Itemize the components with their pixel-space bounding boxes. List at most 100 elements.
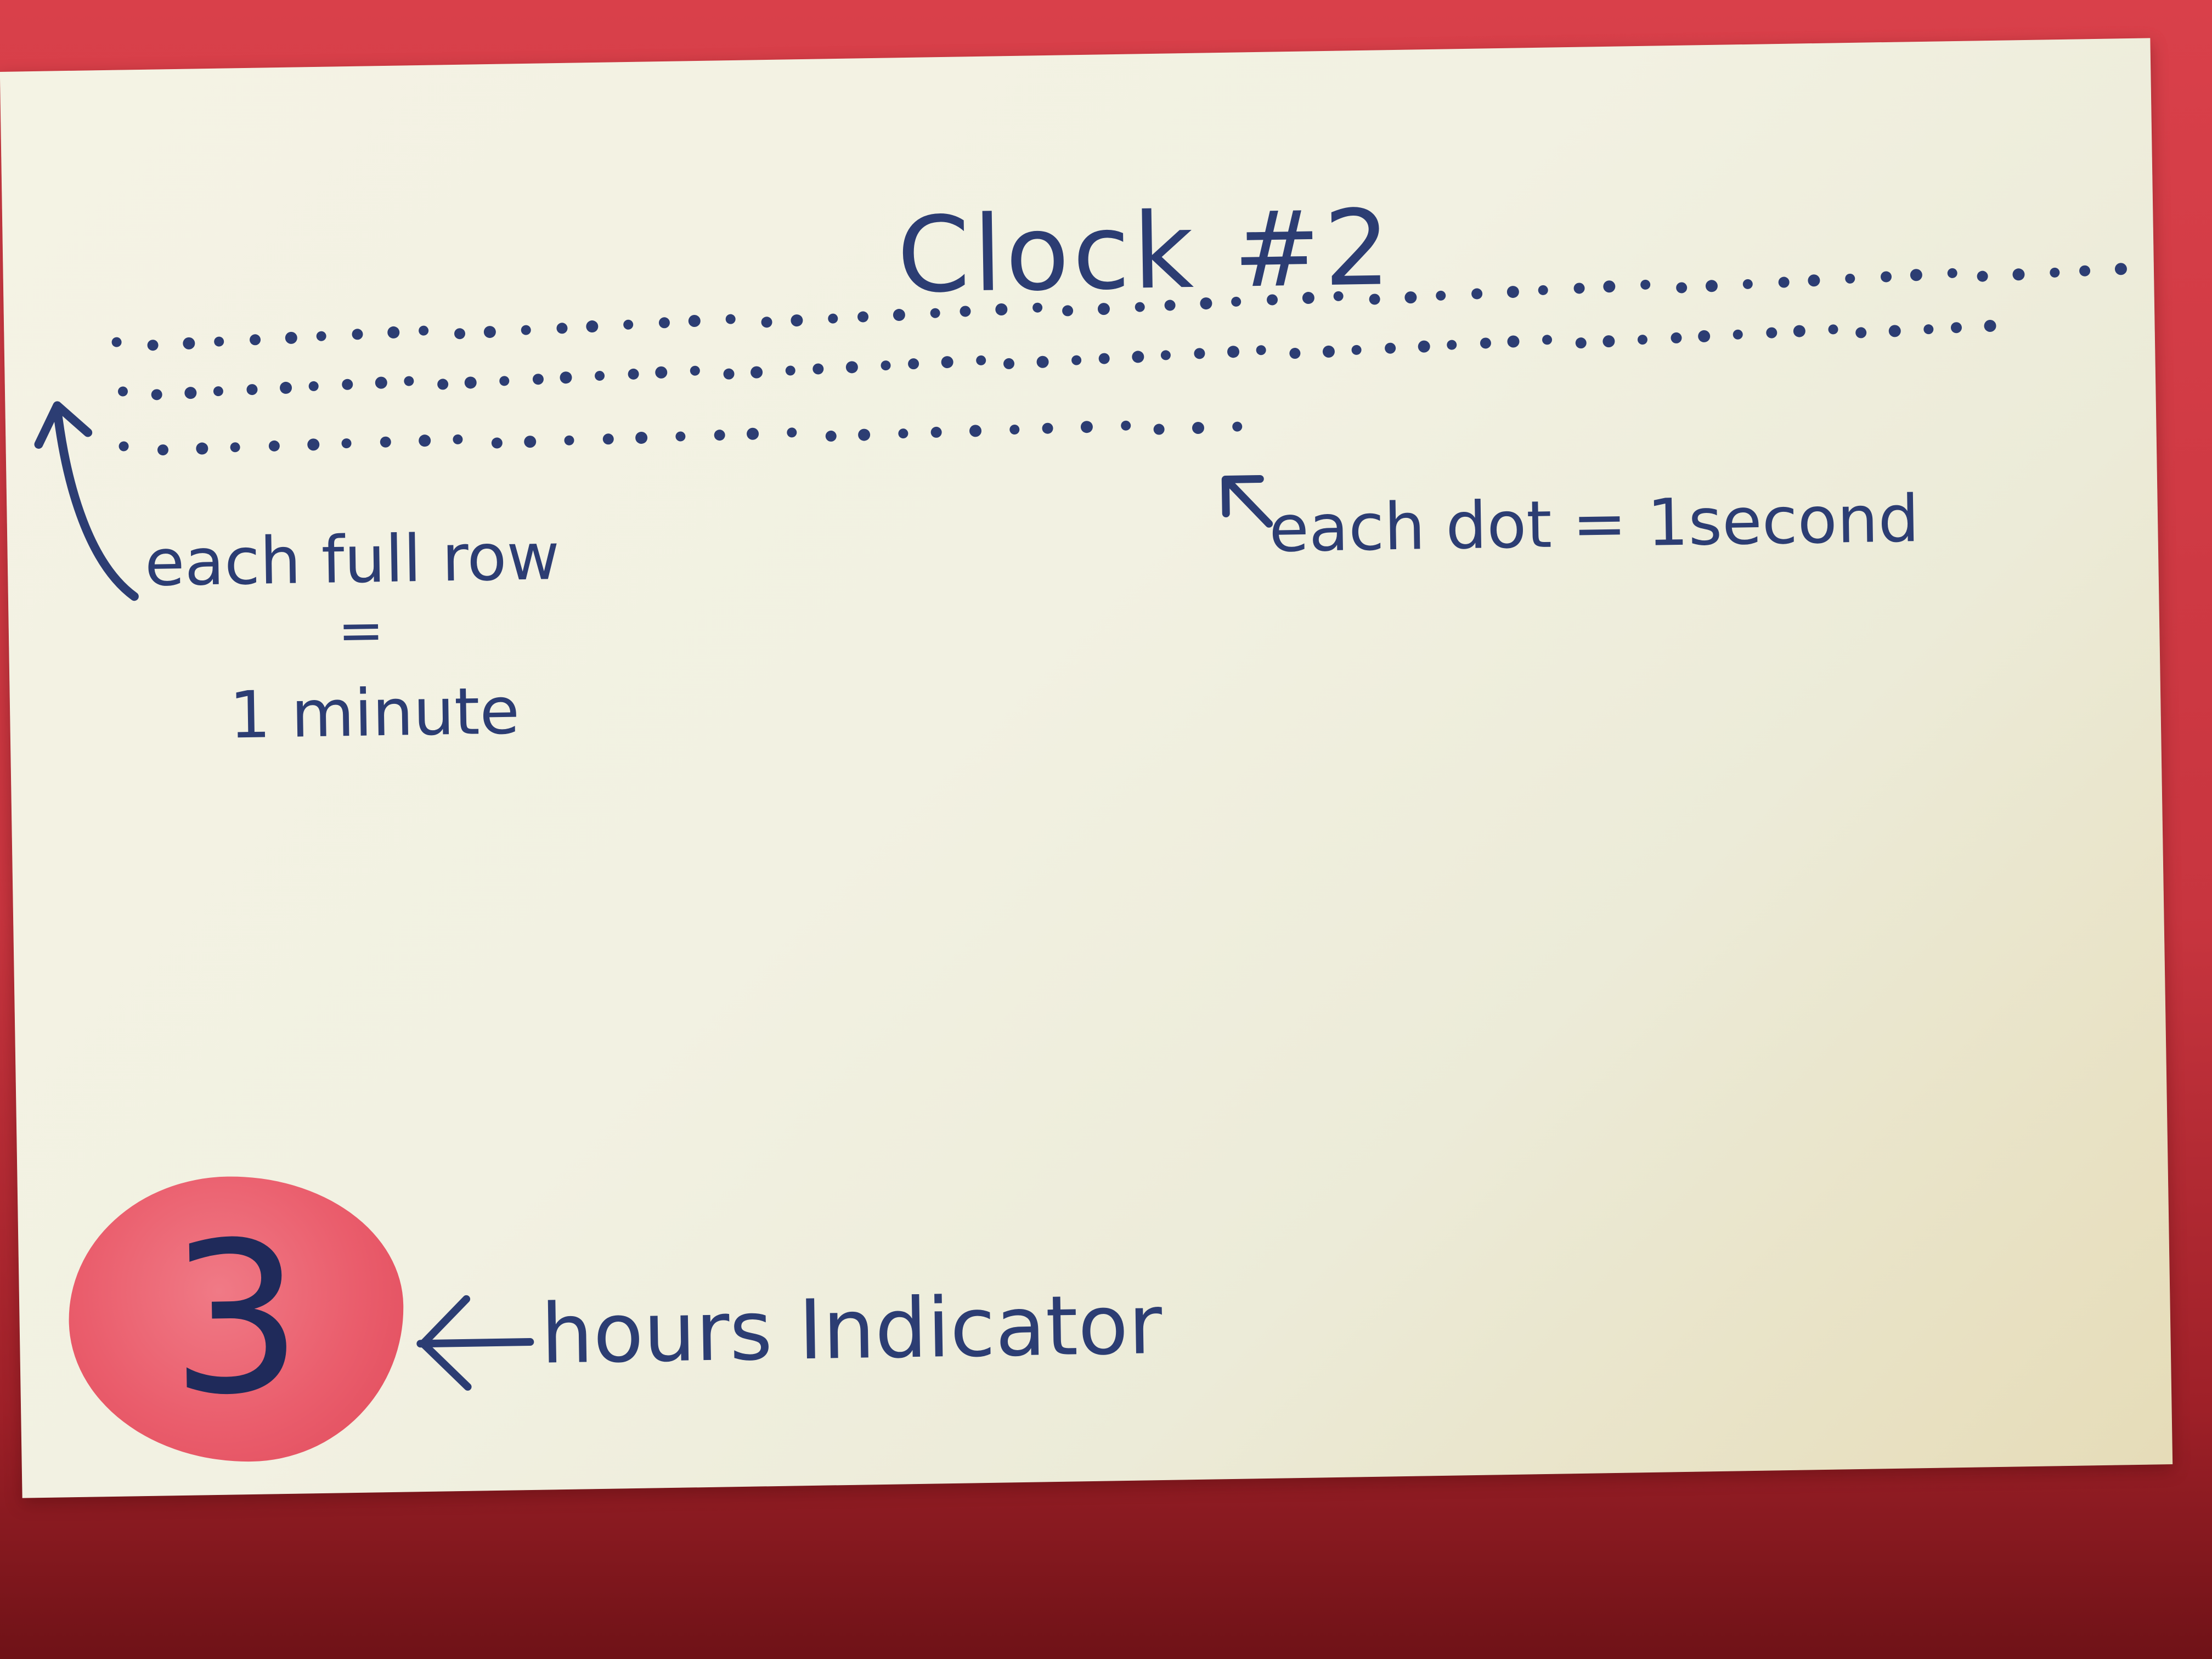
second-dot [690,365,700,376]
second-dot [119,441,129,452]
second-dot [1098,353,1110,364]
second-dot [1447,340,1457,350]
second-dot [1121,420,1131,431]
second-dot [1080,421,1093,433]
second-dot [1507,335,1520,348]
second-dot [483,326,496,338]
second-dot [1480,337,1491,349]
second-dot [1671,332,1682,343]
second-dot [1132,351,1144,363]
second-dot [1950,322,1962,334]
second-dot [586,320,599,333]
second-dot [111,337,122,347]
second-dot [1881,271,1892,283]
second-dot [747,427,759,440]
second-dot [828,313,838,324]
second-dot [1984,320,1996,332]
second-dot [595,371,605,381]
second-dot [1153,424,1165,435]
second-dot [1698,330,1711,342]
second-dot [564,435,574,445]
second-dot [761,317,772,328]
second-dot [285,331,297,344]
second-dot [1322,345,1335,358]
second-dot [2050,267,2060,278]
second-dot [352,329,363,340]
second-dot [1808,274,1820,287]
second-dot [1977,270,1988,282]
second-dot [157,444,168,456]
second-dot [1923,324,1934,335]
second-dot [1194,348,1205,359]
second-dot [1637,335,1647,345]
card-title: Clock #2 [896,187,1395,317]
second-dot [280,381,292,394]
second-dot [521,325,531,335]
second-note: each dot = 1second [1268,481,1920,567]
second-dot [1845,273,1855,284]
second-dot [1232,421,1243,432]
second-dot [1742,279,1753,289]
second-dot [532,374,544,385]
second-dot [196,442,208,455]
second-dot [454,328,466,340]
second-dot [1351,345,1362,355]
second-dot [858,428,871,441]
row-arrow-icon [34,401,139,601]
second-dot [787,427,797,438]
second-dot [250,334,261,346]
second-dot [1855,327,1867,338]
second-dot [1828,324,1838,335]
second-dot [1003,358,1015,369]
second-dot [2079,265,2091,276]
second-dot [524,436,537,448]
second-dot [453,434,463,444]
second-dot [213,386,223,397]
second-dot [499,376,510,386]
second-dot [714,430,725,441]
second-dot [437,379,449,390]
second-dot [1538,285,1548,295]
second-dot [2012,268,2025,281]
second-dot [387,326,400,338]
second-dot [1602,335,1615,348]
second-dot [1793,325,1805,337]
second-dot [857,311,869,323]
second-dot [845,361,858,374]
second-dot [723,368,735,380]
second-dot [725,314,736,324]
second-dot [930,426,942,438]
second-dot [1575,337,1587,349]
second-dot [688,315,701,328]
second-dot [1227,346,1240,358]
second-dot [147,340,159,351]
second-dot [1888,325,1901,337]
second-dot [1192,422,1204,435]
row-note-equals: = [337,598,385,663]
second-dot [491,437,503,449]
second-dot [635,431,648,444]
hours-indicator-marker: 3 [66,1173,406,1465]
row-note-line2: 1 minute [229,673,521,753]
second-dot [791,314,803,327]
second-dot [1640,279,1651,290]
second-dot [316,331,326,341]
hours-indicator-value: 3 [168,1196,304,1442]
second-dot [214,336,224,347]
hours-arrow-icon [416,1295,534,1391]
second-dot [560,371,572,384]
second-dot [1289,348,1301,359]
second-dot [628,368,639,380]
second-dot [1436,290,1446,301]
row-note-line1: each full row [144,518,561,601]
second-dot [556,323,568,334]
second-dot [1256,345,1266,356]
second-dot [419,435,431,447]
second-dot [419,325,429,336]
second-dot [307,438,320,451]
second-dot [184,387,197,399]
second-dot [1160,350,1171,360]
second-dot [2114,263,2127,275]
second-dot [1542,335,1553,345]
second-dot [658,317,670,329]
